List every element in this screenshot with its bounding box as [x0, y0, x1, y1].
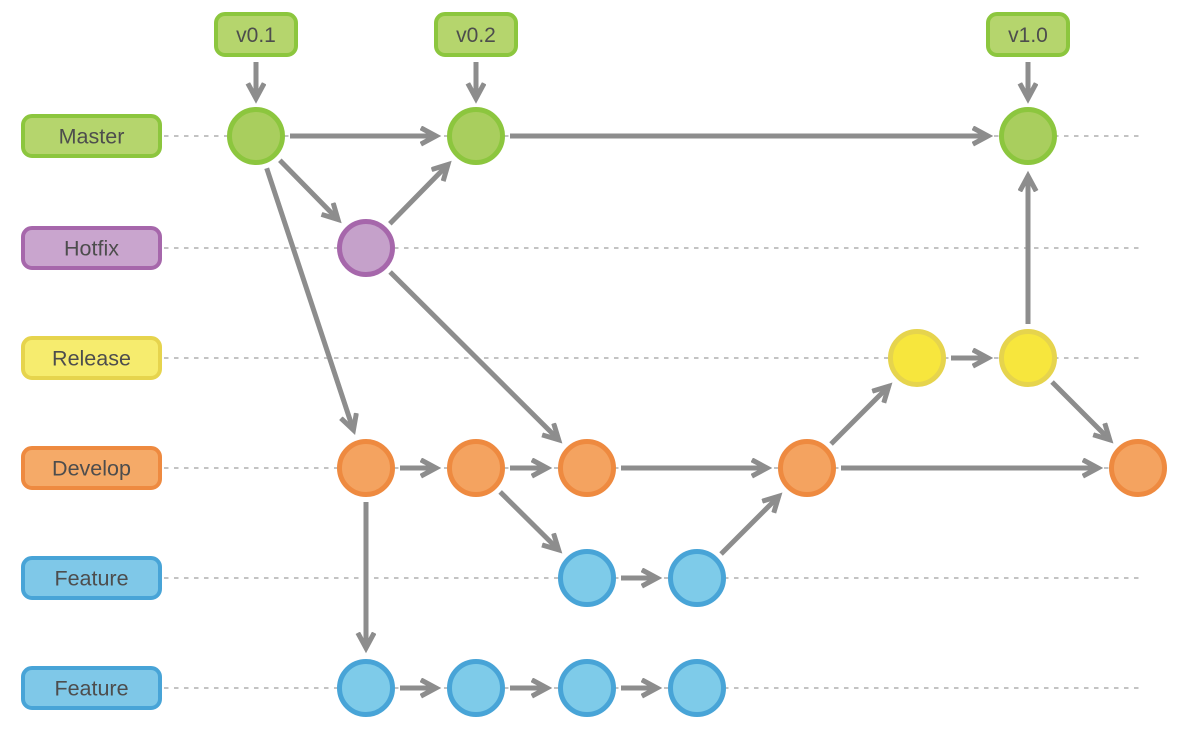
branch-label-box — [21, 114, 162, 158]
commit-node-D2 — [447, 439, 505, 497]
edge-H1-D3 — [388, 270, 559, 440]
branch-label-box — [21, 336, 162, 380]
branch-label-text: Hotfix — [64, 237, 119, 261]
version-tag-box — [214, 12, 298, 57]
commit-node-M1 — [227, 107, 285, 165]
commit-node-D3 — [558, 439, 616, 497]
branch-label-text: Release — [52, 347, 131, 371]
commit-node-D5 — [1109, 439, 1167, 497]
commit-node-M3 — [999, 107, 1057, 165]
commit-node-D4 — [778, 439, 836, 497]
branch-label-hotfix: Hotfix — [21, 226, 162, 270]
edge-D2-F1a — [498, 490, 558, 550]
edge-H1-M2 — [388, 165, 448, 226]
branch-label-feature1: Feature — [21, 556, 162, 600]
branch-label-text: Feature — [54, 677, 128, 701]
branch-label-develop: Develop — [21, 446, 162, 490]
edge-M1-D1 — [264, 167, 354, 430]
edge-D4-R1 — [829, 386, 889, 446]
branch-label-box — [21, 666, 162, 710]
edge-R2-D5 — [1050, 380, 1110, 440]
branch-label-text: Develop — [52, 457, 131, 481]
branch-label-box — [21, 446, 162, 490]
commit-node-F2a — [337, 659, 395, 717]
version-tag-box — [434, 12, 518, 57]
commit-node-F2b — [447, 659, 505, 717]
version-tag-v0.1: v0.1 — [214, 12, 298, 57]
commit-node-F1a — [558, 549, 616, 607]
commit-node-F2d — [668, 659, 726, 717]
branch-label-box — [21, 226, 162, 270]
commit-node-R2 — [999, 329, 1057, 387]
version-tag-box — [986, 12, 1070, 57]
branch-label-release: Release — [21, 336, 162, 380]
commit-node-M2 — [447, 107, 505, 165]
version-tag-v0.2: v0.2 — [434, 12, 518, 57]
branch-label-master: Master — [21, 114, 162, 158]
branch-label-feature2: Feature — [21, 666, 162, 710]
branch-label-box — [21, 556, 162, 600]
version-tag-text: v0.1 — [236, 24, 276, 47]
branch-label-text: Master — [59, 125, 125, 149]
version-tag-text: v1.0 — [1008, 24, 1048, 47]
version-tag-v1.0: v1.0 — [986, 12, 1070, 57]
commit-node-F2c — [558, 659, 616, 717]
commit-node-H1 — [337, 219, 395, 277]
branch-label-text: Feature — [54, 567, 128, 591]
commit-node-R1 — [888, 329, 946, 387]
edge-M1-H1 — [278, 158, 338, 219]
edge-F1b-D4 — [719, 496, 779, 556]
version-tag-text: v0.2 — [456, 24, 496, 47]
commit-node-D1 — [337, 439, 395, 497]
commit-node-F1b — [668, 549, 726, 607]
